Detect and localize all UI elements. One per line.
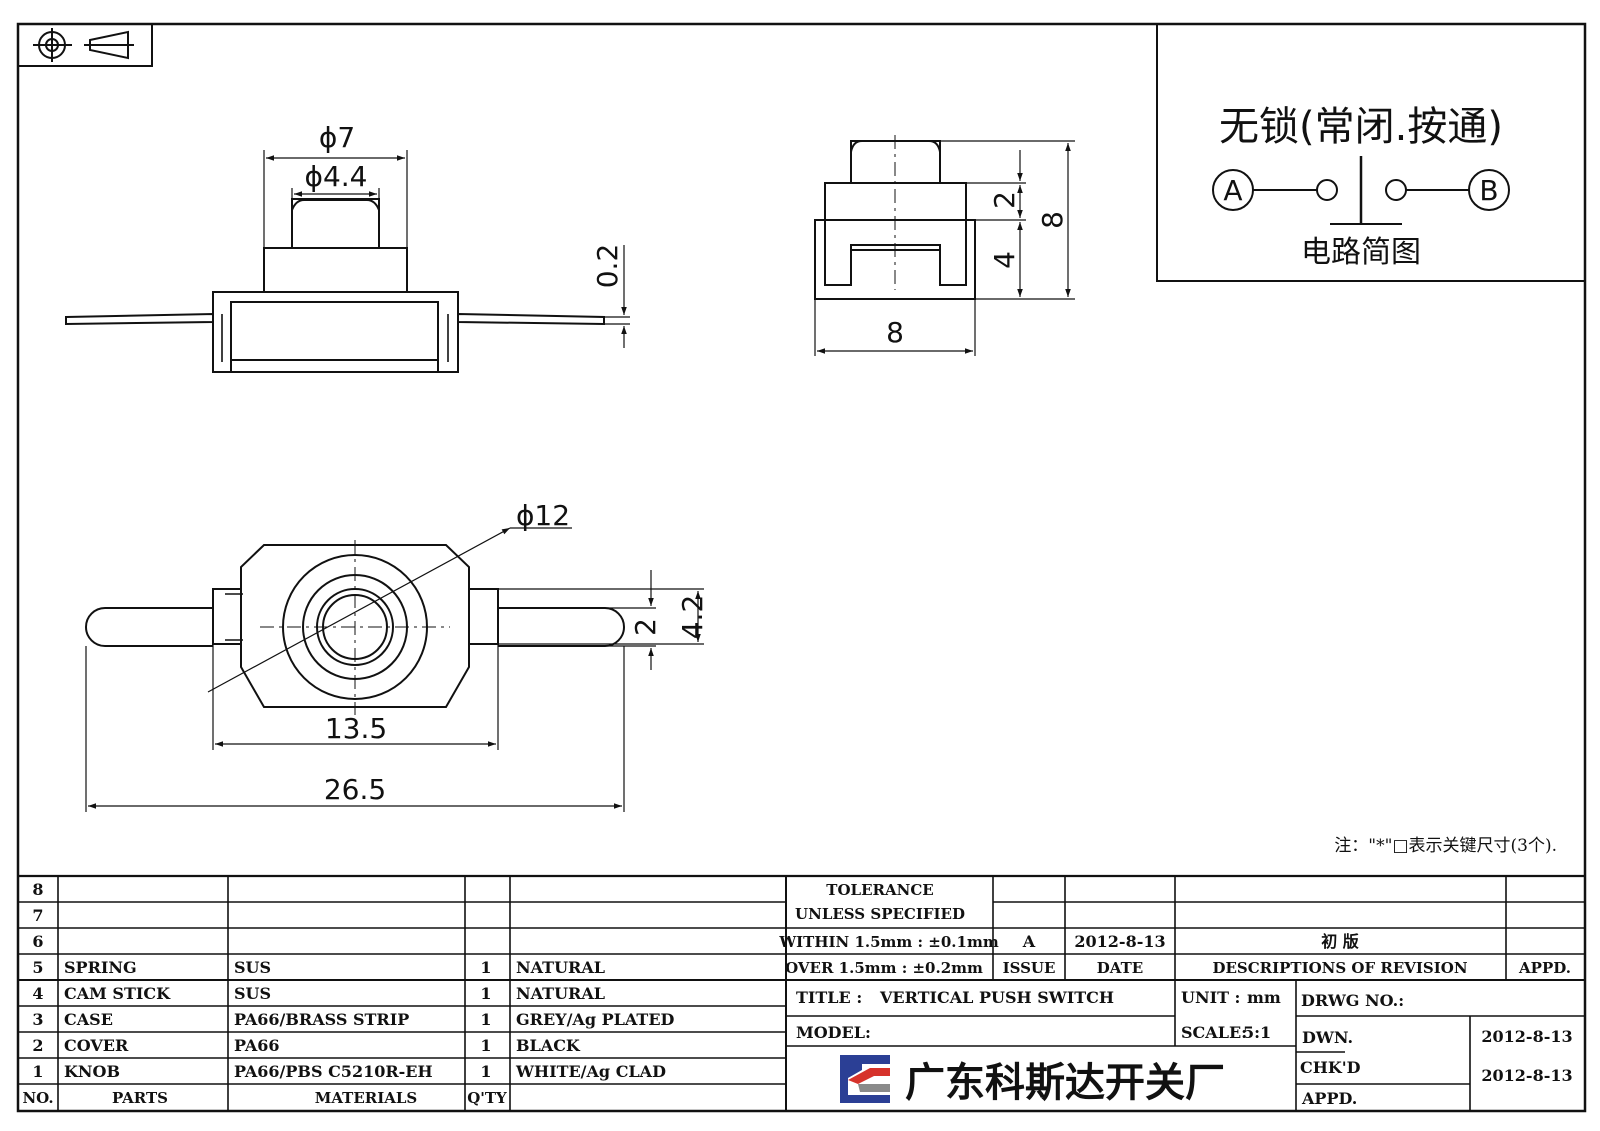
tolerance-line-2: UNLESS SPECIFIED [795,905,965,923]
front-view-dimensions [263,150,630,348]
dim-side-2: 2 [988,191,1021,209]
bom-row: 5 SPRING SUS 1 NATURAL [32,958,605,977]
model-label: MODEL: [796,1023,871,1042]
drwg-no-label: DRWG NO.: [1301,991,1404,1010]
bom-finish: BLACK [516,1036,581,1055]
revision-date: 2012-8-13 [1074,932,1165,951]
dwn-label: DWN. [1302,1028,1353,1047]
revision-header-issue: ISSUE [1003,959,1056,977]
dwn-date: 2012-8-13 [1481,1027,1572,1046]
bom-row-no-8: 8 [32,880,43,899]
front-view [65,198,605,373]
bom-part: KNOB [64,1062,120,1081]
bom-row: 3 CASE PA66/BRASS STRIP 1 GREY/Ag PLATED [32,1010,674,1029]
side-view [814,135,976,300]
revision-description: 初 版 [1321,932,1359,951]
bom-header-no: NO. [22,1089,53,1107]
bom-material: SUS [234,958,271,977]
chkd-label: CHK'D [1300,1058,1361,1077]
bom-no: 5 [32,958,43,977]
dim-26-5: 26.5 [324,773,386,806]
bom-finish: NATURAL [516,984,605,1003]
dim-phi4-4: ϕ4.4 [305,160,368,193]
bom-part: COVER [64,1036,129,1055]
bom-part: CAM STICK [64,984,171,1003]
terminal-b-label: B [1479,174,1498,207]
key-dimension-note: 注："*"□表示关键尺寸(3个). [1334,836,1557,856]
revision-issue: A [1022,932,1036,951]
dim-side-4: 4 [988,251,1021,269]
title-block-grid [18,874,1585,1111]
dim-side-8-width: 8 [886,316,904,349]
top-view-dimensions [85,527,704,812]
company-logo [840,1055,890,1103]
tolerance-line-3: WITHIN 1.5mm : ±0.1mm [778,933,999,951]
tolerance-line-4: OVER 1.5mm : ±0.2mm [785,959,983,977]
bom-part: SPRING [64,958,137,977]
bom-finish: GREY/Ag PLATED [516,1010,675,1029]
top-view [85,540,625,715]
dim-phi7: ϕ7 [319,121,355,154]
bom-no: 3 [32,1010,43,1029]
bom-header-qty: Q'TY [467,1089,507,1107]
bom-row: 2 COVER PA66 1 BLACK [32,1036,580,1055]
bom-qty: 1 [480,958,491,977]
appd-label: APPD. [1301,1089,1357,1108]
bom-part: CASE [64,1010,113,1029]
bom-header-materials: MATERIALS [315,1089,418,1107]
title-value: VERTICAL PUSH SWITCH [879,988,1114,1007]
circuit-title: 无锁(常闭.按通) [1219,104,1503,150]
dim-side-8-height: 8 [1036,211,1069,229]
bom-finish: NATURAL [516,958,605,977]
bom-material: SUS [234,984,271,1003]
bom-row: 4 CAM STICK SUS 1 NATURAL [32,984,605,1003]
bom-qty: 1 [480,984,491,1003]
side-view-dimensions [814,140,1075,356]
revision-header-date: DATE [1097,959,1143,977]
dim-13-5: 13.5 [325,712,387,745]
dim-top-2: 2 [629,618,662,636]
bom-finish: WHITE/Ag CLAD [515,1062,666,1081]
scale-value: 5:1 [1243,1023,1271,1042]
bom-material: PA66 [234,1036,280,1055]
bom-qty: 1 [480,1036,491,1055]
bom-qty: 1 [480,1010,491,1029]
bom-material: PA66/PBS C5210R-EH [234,1062,433,1081]
circuit-caption: 电路简图 [1301,235,1421,270]
bom-no: 4 [32,984,43,1003]
drawing-border [16,22,1587,1113]
projection-symbol [17,23,153,67]
bom-material: PA66/BRASS STRIP [234,1010,409,1029]
tolerance-line-1: TOLERANCE [826,881,933,899]
bom-row-no-7: 7 [32,906,43,925]
bom-header-parts: PARTS [112,1089,168,1107]
circuit-box [1156,24,1585,282]
dim-top-4-2: 4.2 [676,595,709,640]
chkd-date: 2012-8-13 [1481,1066,1572,1085]
bom-qty: 1 [480,1062,491,1081]
bom-row: 1 KNOB PA66/PBS C5210R-EH 1 WHITE/Ag CLA… [32,1062,666,1081]
revision-header-appd: APPD. [1518,959,1571,977]
dim-phi12: ϕ12 [516,499,570,532]
terminal-a-label: A [1223,174,1242,207]
title-label: TITLE : [796,988,862,1007]
bom-no: 2 [32,1036,43,1055]
dim-0-2: 0.2 [591,244,624,289]
unit-label: UNIT : [1181,988,1240,1007]
company-name: 广东科斯达开关厂 [905,1060,1225,1106]
revision-header-description: DESCRIPTIONS OF REVISION [1212,959,1467,977]
scale-label: SCALE: [1181,1023,1247,1042]
bom-row-no-6: 6 [32,932,43,951]
unit-value: mm [1247,988,1281,1007]
bom-no: 1 [32,1062,43,1081]
